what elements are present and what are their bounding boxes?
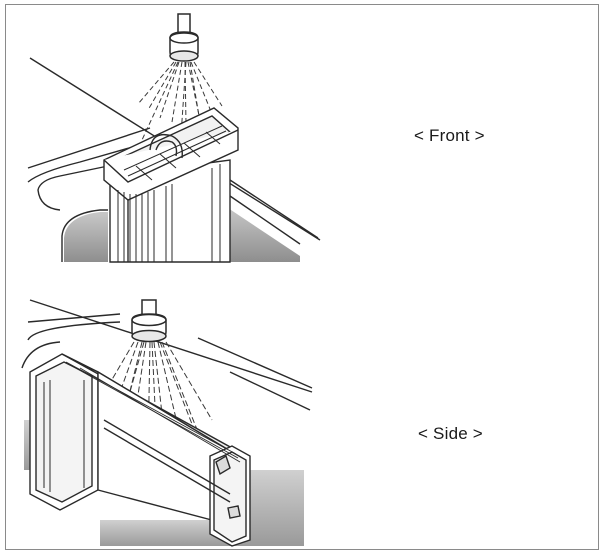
side-panel [21, 299, 313, 547]
sink-basin-icon [27, 57, 321, 262]
front-panel [27, 13, 321, 263]
faucet-icon [131, 299, 167, 343]
sink-basin-icon [21, 299, 313, 546]
front-view-caption: < Front > [414, 126, 485, 145]
filter-cartridge-icon [103, 107, 239, 263]
water-spray-icon [137, 61, 223, 151]
side-view-caption: < Side > [418, 424, 483, 443]
faucet-icon [169, 13, 199, 62]
filter-cartridge-icon [29, 353, 251, 547]
